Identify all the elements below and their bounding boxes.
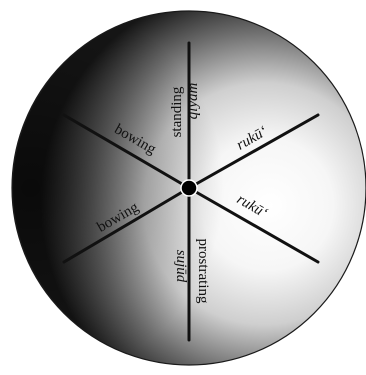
label-sujud: sujūd bbox=[173, 250, 189, 283]
label-standing: standing bbox=[169, 86, 185, 137]
center-hub bbox=[181, 180, 197, 196]
label-prostrating: prostrating bbox=[195, 239, 211, 304]
label-qiyam: qiyām bbox=[185, 83, 201, 120]
